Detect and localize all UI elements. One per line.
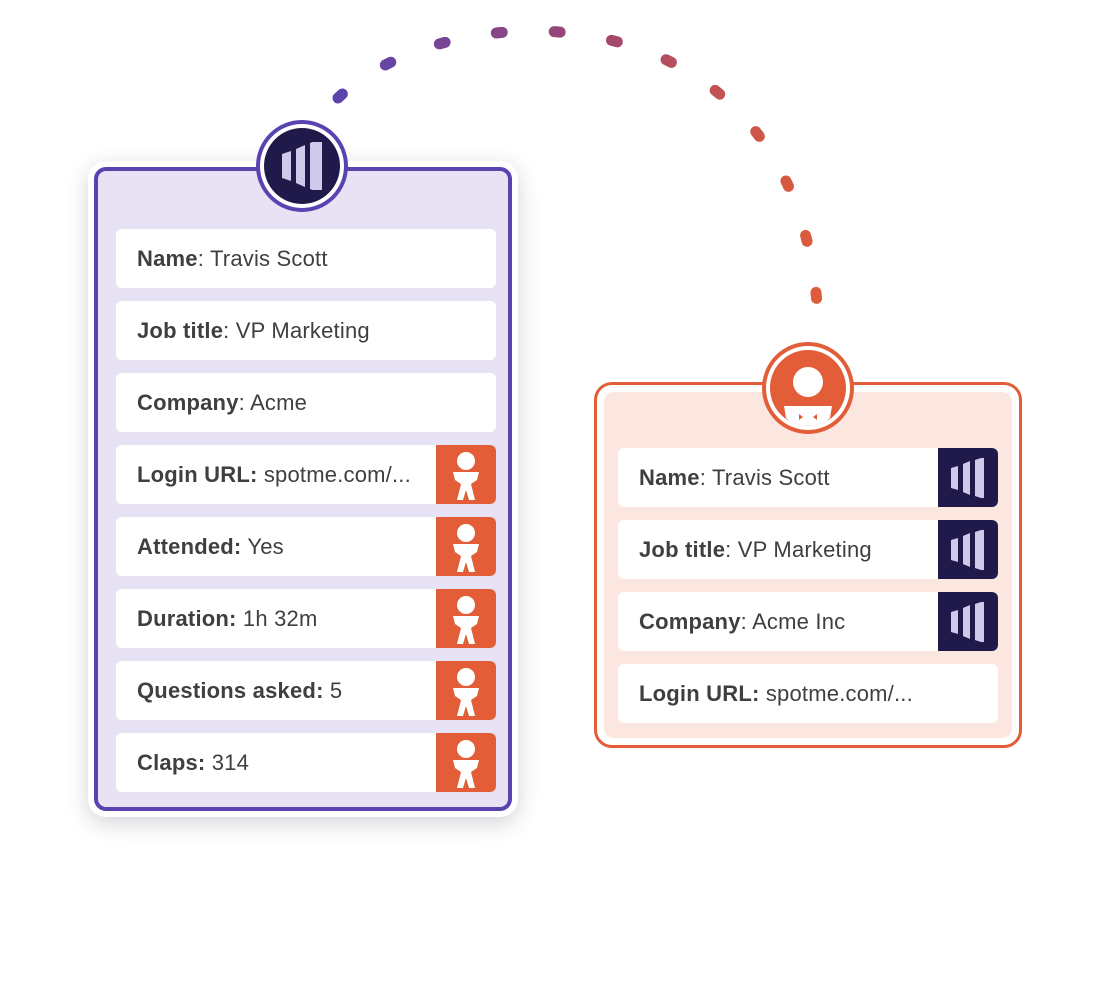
target-avatar [762, 342, 854, 434]
person-icon [770, 350, 846, 426]
field-label: Attended: [137, 533, 242, 559]
field-value: spotme.com/... [765, 680, 913, 706]
field-separator: : [699, 464, 712, 490]
field-separator: : [725, 536, 738, 562]
marketo-logo-icon [938, 448, 998, 507]
person-icon [436, 445, 496, 504]
field-row-questions-asked: Questions asked: 5 [116, 661, 496, 720]
person-icon [436, 661, 496, 720]
field-value: VP Marketing [235, 317, 370, 343]
field-label: Questions asked: [137, 677, 324, 703]
field-row-duration: Duration: 1h 32m [116, 589, 496, 648]
source-profile-card: Name: Travis Scott Job title: VP Marketi… [88, 161, 518, 817]
field-label: Company [639, 608, 741, 634]
field-value: Acme Inc [752, 608, 846, 634]
person-icon [436, 517, 496, 576]
field-label: Job title [137, 317, 224, 343]
field-value: 314 [211, 749, 250, 775]
field-value: Travis Scott [711, 464, 830, 490]
target-profile-card-body: Name: Travis Scott Job title: VP Marketi… [604, 392, 1012, 738]
marketo-logo-icon [938, 592, 998, 651]
field-row-company: Company: Acme Inc [618, 592, 998, 651]
marketo-logo-icon [938, 520, 998, 579]
field-value: VP Marketing [737, 536, 872, 562]
field-row-company: Company: Acme [116, 373, 496, 432]
field-value: 1h 32m [242, 605, 318, 631]
field-separator: : [238, 389, 251, 415]
field-value: spotme.com/... [263, 461, 411, 487]
field-label: Duration: [137, 605, 237, 631]
field-row-login-url: Login URL: spotme.com/... [618, 664, 998, 723]
field-row-attended: Attended: Yes [116, 517, 496, 576]
field-separator: : [740, 608, 753, 634]
field-row-name: Name: Travis Scott [116, 229, 496, 288]
field-label: Login URL: [639, 680, 760, 706]
field-label: Name [137, 245, 198, 271]
field-label: Claps: [137, 749, 206, 775]
field-row-job-title: Job title: VP Marketing [618, 520, 998, 579]
field-separator: : [197, 245, 210, 271]
field-value: Travis Scott [209, 245, 328, 271]
field-label: Job title [639, 536, 726, 562]
field-label: Company [137, 389, 239, 415]
field-row-job-title: Job title: VP Marketing [116, 301, 496, 360]
source-avatar [256, 120, 348, 212]
field-separator: : [223, 317, 236, 343]
field-label: Login URL: [137, 461, 258, 487]
field-value: Yes [247, 533, 284, 559]
source-profile-card-body: Name: Travis Scott Job title: VP Marketi… [94, 167, 512, 811]
person-icon [436, 589, 496, 648]
field-value: Acme [250, 389, 308, 415]
field-label: Name [639, 464, 700, 490]
target-profile-card: Name: Travis Scott Job title: VP Marketi… [594, 382, 1022, 748]
field-row-name: Name: Travis Scott [618, 448, 998, 507]
person-icon [436, 733, 496, 792]
field-row-login-url: Login URL: spotme.com/... [116, 445, 496, 504]
field-row-claps: Claps: 314 [116, 733, 496, 792]
field-value: 5 [329, 677, 343, 703]
marketo-logo-icon [264, 128, 340, 204]
